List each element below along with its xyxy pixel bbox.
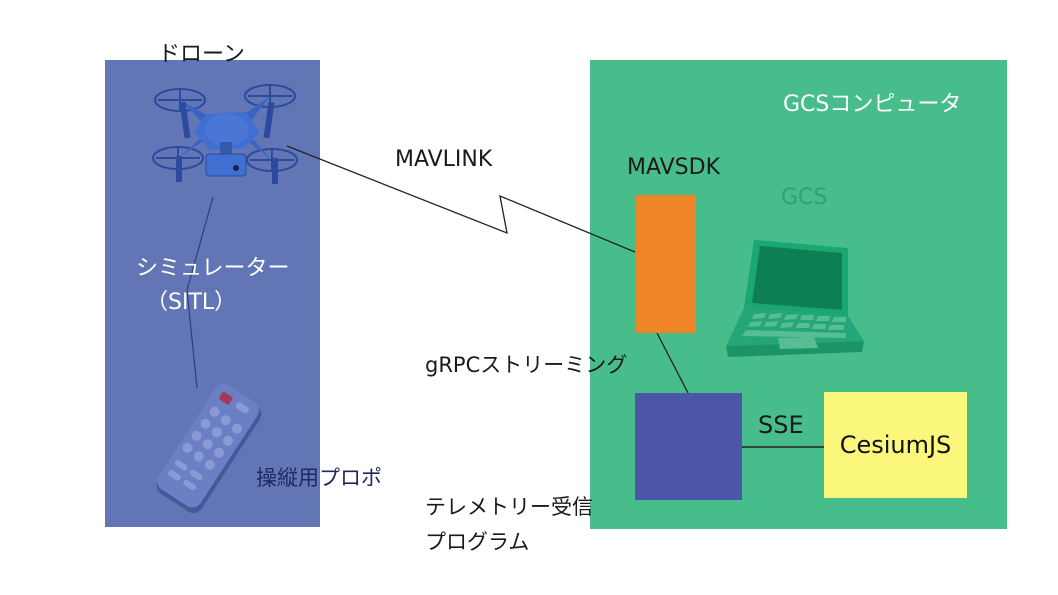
- telemetry-label-line2: プログラム: [425, 530, 530, 554]
- propo-label: 操縦用プロポ: [256, 466, 382, 490]
- grpc-streaming-label: gRPCストリーミング: [425, 353, 628, 377]
- mavsdk-box: [636, 195, 696, 333]
- drone-panel-title: ドローン: [158, 42, 245, 67]
- simulator-label-line1: シミュレーター: [136, 256, 290, 281]
- gcs-panel-title: GCSコンピュータ: [783, 92, 962, 117]
- simulator-label-line2: （SITL）: [146, 290, 237, 315]
- cesiumjs-label: CesiumJS: [839, 431, 952, 459]
- mavsdk-label: MAVSDK: [627, 155, 721, 180]
- telemetry-program-label: テレメトリー受信 プログラム: [425, 490, 593, 560]
- drone-icon: [152, 84, 298, 184]
- mavlink-label: MAVLINK: [395, 147, 493, 172]
- telemetry-program-box: [635, 393, 742, 500]
- cesiumjs-box: CesiumJS: [824, 392, 967, 498]
- sse-label: SSE: [758, 411, 804, 439]
- remote-control-icon: [156, 383, 262, 514]
- gcs-app-label: GCS: [781, 185, 828, 210]
- simulator-label: シミュレーター （SITL）: [136, 252, 290, 320]
- telemetry-label-line1: テレメトリー受信: [425, 495, 593, 519]
- laptop-icon: [726, 240, 864, 357]
